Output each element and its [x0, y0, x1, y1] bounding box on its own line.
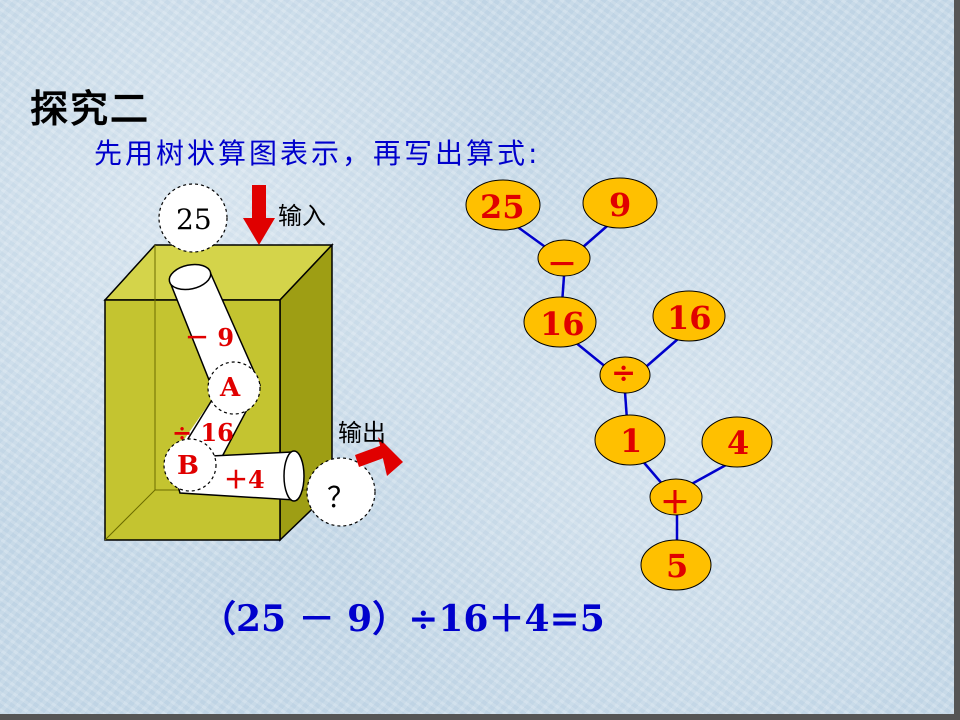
op-plus-4: ＋4: [224, 465, 265, 494]
tree-node-divide: ÷: [611, 356, 637, 391]
output-label: 输出: [338, 419, 386, 447]
input-circle: [158, 183, 228, 253]
tree-node-plus: ＋: [660, 486, 690, 521]
tree-node-shapes: [465, 177, 773, 591]
point-a-circle: [207, 361, 261, 415]
tree-node-1: 1: [620, 422, 643, 460]
input-value: 25: [176, 203, 212, 236]
op-minus-9: － 9: [185, 323, 235, 352]
input-label: 输入: [278, 202, 326, 230]
pipe-opening-end: [283, 450, 305, 502]
tree-node-9: 9: [609, 186, 632, 224]
point-a-label: A: [220, 373, 241, 403]
slide-subtitle: 先用树状算图表示，再写出算式:: [94, 137, 541, 170]
slide-title: 探究二: [30, 87, 151, 131]
output-value: ？: [327, 481, 356, 514]
pipe-opening-top: [168, 263, 212, 291]
input-arrow: [243, 185, 275, 245]
tree-node-25: 25: [480, 188, 525, 226]
point-b-label: B: [177, 451, 199, 481]
output-arrow: [355, 437, 403, 476]
op-div-16: ÷ 16: [172, 418, 234, 447]
equation: （25 － 9）÷16＋4=5: [200, 598, 605, 640]
tree-node-5: 5: [666, 547, 689, 585]
tree-node-16-right: 16: [667, 299, 712, 337]
tree-node-16-left: 16: [540, 305, 585, 343]
point-b-circle: [163, 438, 217, 492]
tree-node-minus: －: [547, 248, 577, 283]
output-circle: [306, 457, 376, 527]
tree-node-4: 4: [727, 424, 750, 462]
